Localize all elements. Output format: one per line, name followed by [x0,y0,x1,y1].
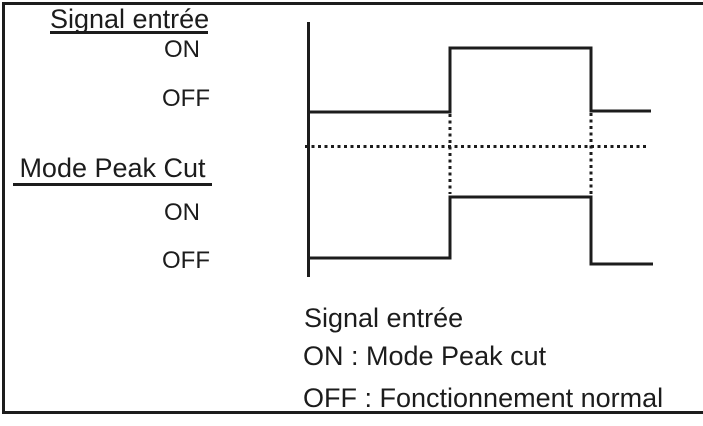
diagram-border [2,2,703,414]
input-signal-waveform [308,46,651,114]
input-signal-title: Signal entrée [50,4,210,34]
legend-off-meaning: OFF : Fonctionnement normal [303,383,664,413]
peak-cut-on-label: ON [164,199,200,226]
input-signal-off-label: OFF [162,85,210,112]
peak-cut-off-label: OFF [162,247,210,274]
input-signal-on-label: ON [164,36,200,63]
peak-cut-title: Mode Peak Cut [13,154,212,186]
peak-cut-waveform [308,195,653,266]
legend-on-meaning: ON : Mode Peak cut [303,341,547,371]
legend-heading: Signal entrée [304,303,464,333]
